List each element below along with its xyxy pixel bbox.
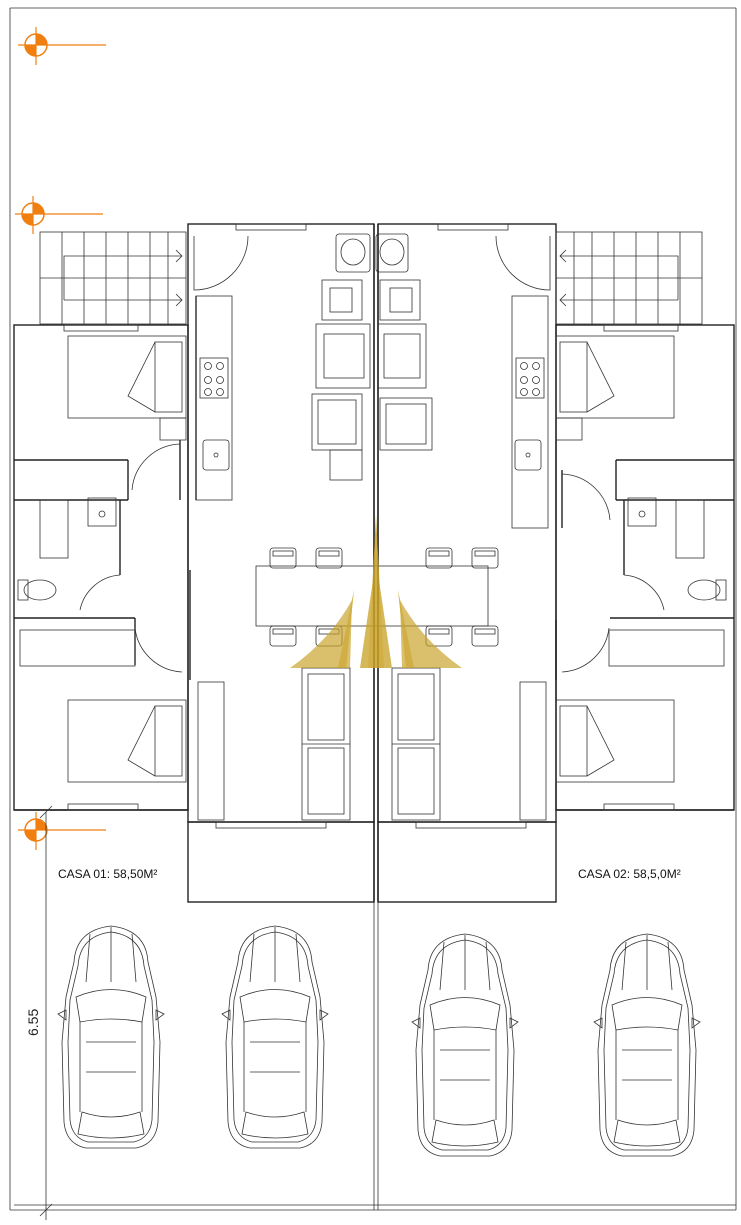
watermark-logo (290, 515, 462, 668)
reference-marker-3 (17, 811, 107, 851)
house-02-area-label: CASA 02: 58,5,0M² (578, 867, 681, 881)
site-boundary (9, 7, 737, 1211)
reference-marker-1 (17, 26, 107, 66)
dimension-label: 6.55 (25, 1009, 41, 1036)
house-01 (13, 223, 375, 903)
house-02 (375, 223, 735, 903)
car-3 (411, 933, 519, 1157)
reference-marker-2 (14, 195, 104, 235)
car-2 (221, 925, 329, 1149)
stairs-house-01 (39, 231, 187, 325)
car-4 (593, 933, 701, 1157)
car-1 (57, 925, 165, 1149)
house-01-area-label: CASA 01: 58,50M² (58, 867, 157, 881)
dimension-line (39, 805, 53, 1220)
stairs-house-02 (555, 231, 703, 325)
